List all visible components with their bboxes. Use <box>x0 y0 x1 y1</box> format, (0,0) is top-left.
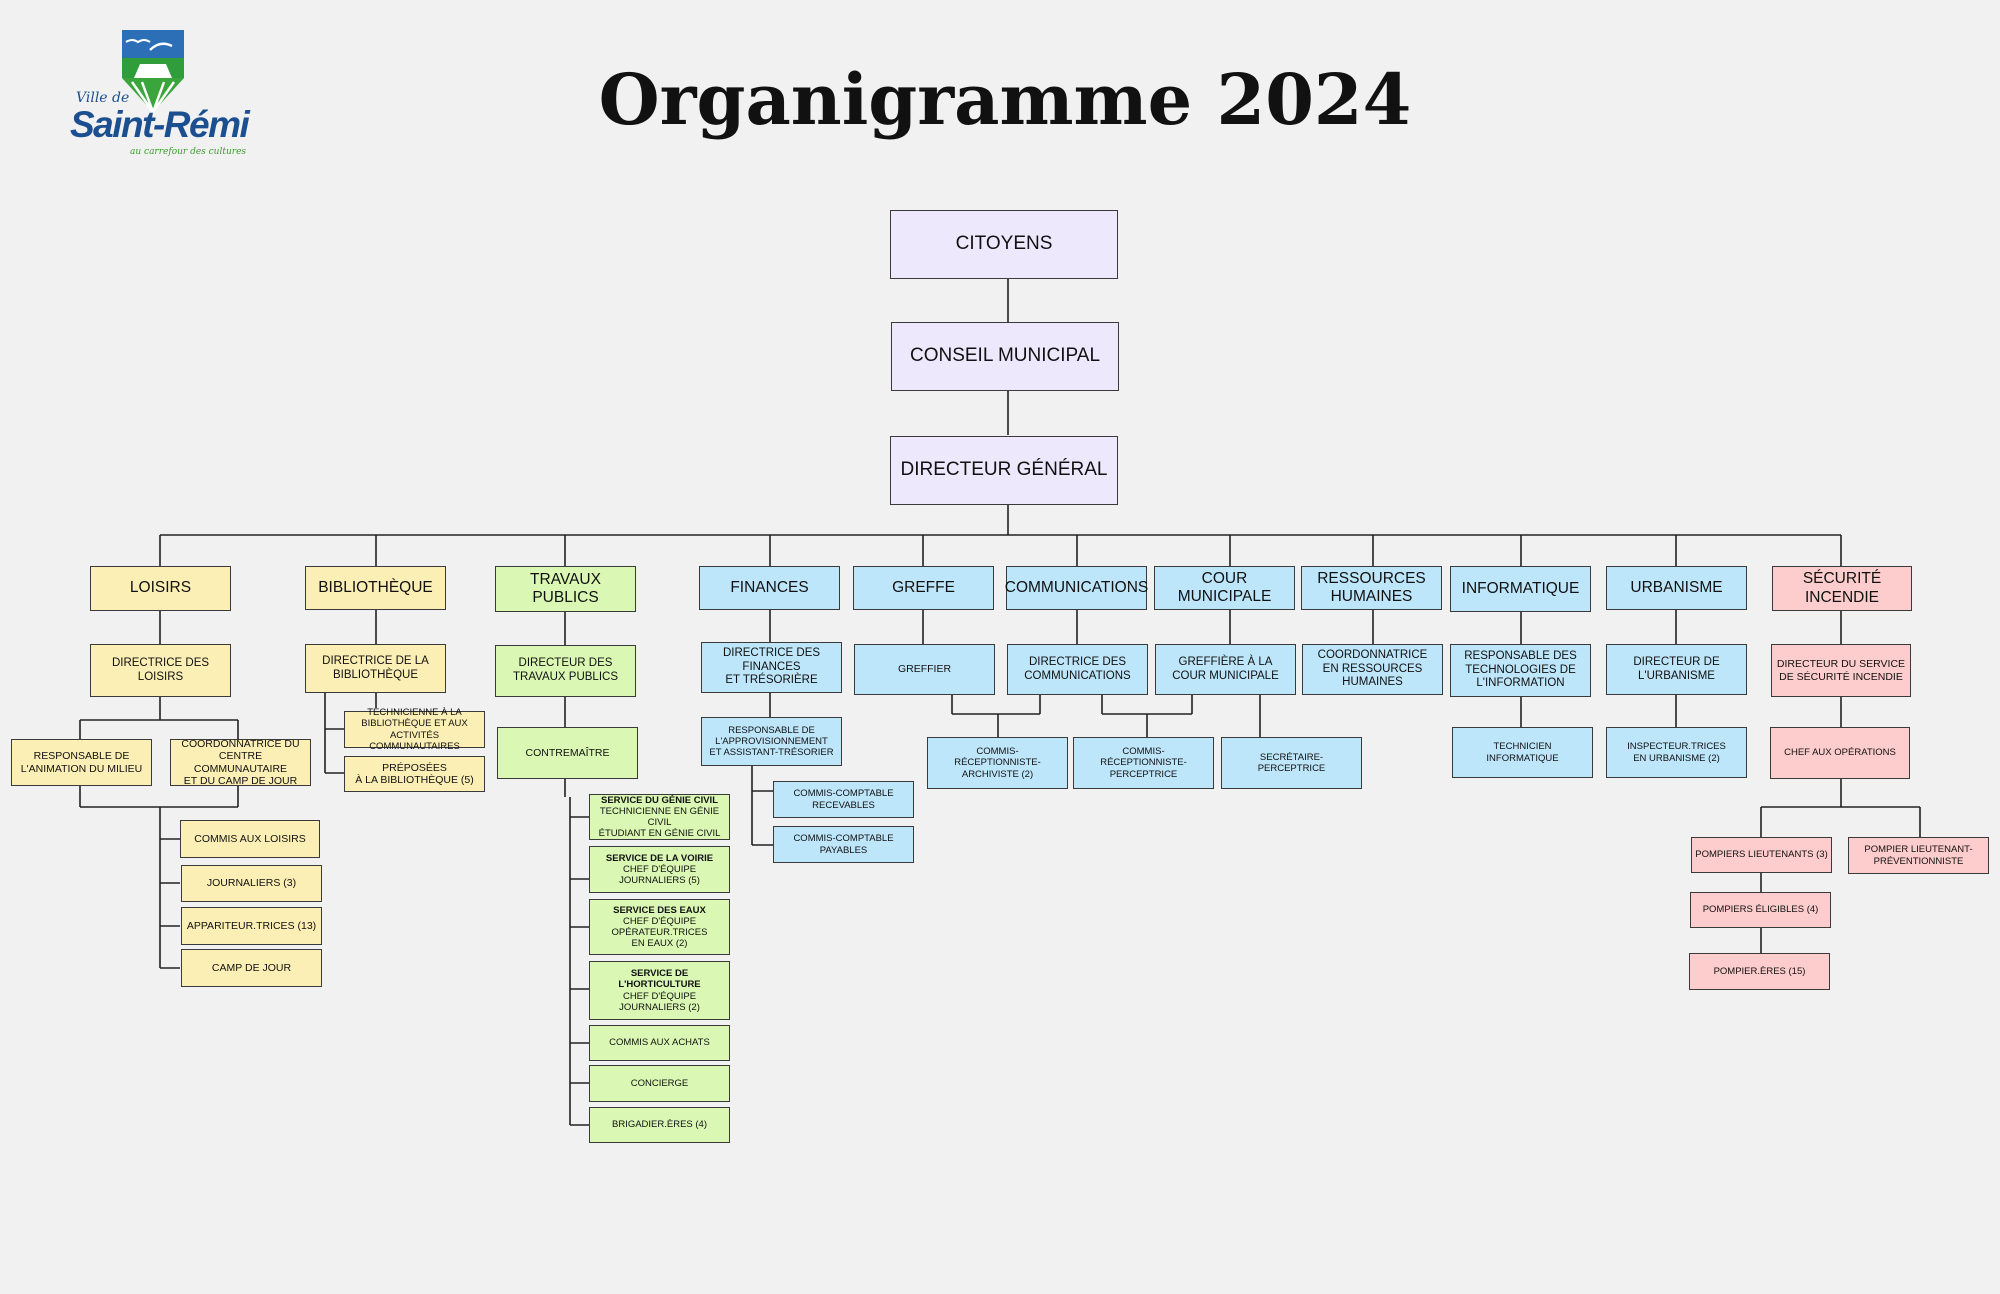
dept-bibliotheque: BIBLIOTHÈQUE <box>305 566 446 610</box>
box-pompieres: POMPIER.ÈRES (15) <box>1689 953 1830 990</box>
logo-tagline: au carrefour des cultures <box>130 147 247 157</box>
box-appariteurs: APPARITEUR.TRICES (13) <box>181 907 322 945</box>
box-conseil-municipal: CONSEIL MUNICIPAL <box>891 322 1119 391</box>
box-greffier: GREFFIER <box>854 644 995 695</box>
box-commis-loisirs: COMMIS AUX LOISIRS <box>180 820 320 858</box>
box-citoyens: CITOYENS <box>890 210 1118 279</box>
dept-finances: FINANCES <box>699 566 840 610</box>
box-commis-achats: COMMIS AUX ACHATS <box>589 1025 730 1061</box>
dept-loisirs: LOISIRS <box>90 566 231 611</box>
box-directeur-general: DIRECTEUR GÉNÉRAL <box>890 436 1118 505</box>
logo-line2: Saint-Rémi <box>70 104 250 145</box>
dept-cour-municipale: COUR MUNICIPALE <box>1154 566 1295 610</box>
dept-travaux-publics: TRAVAUX PUBLICS <box>495 566 636 612</box>
logo-line1: Ville de <box>76 90 130 106</box>
box-commis-archiviste: COMMIS-RÉCEPTIONNISTE-ARCHIVISTE (2) <box>927 737 1068 789</box>
dept-communications: COMMUNICATIONS <box>1005 566 1148 610</box>
page-title: Organigramme 2024 <box>598 58 1412 141</box>
dept-informatique: INFORMATIQUE <box>1450 566 1591 612</box>
dept-securite-incendie: SÉCURITÉ INCENDIE <box>1772 566 1912 611</box>
box-secretaire-perceptrice: SECRÉTAIRE-PERCEPTRICE <box>1221 737 1362 789</box>
dept-greffe: GREFFE <box>853 566 994 610</box>
box-contremaitre: CONTREMAÎTRE <box>497 727 638 779</box>
box-pompiers-lieutenants: POMPIERS LIEUTENANTS (3) <box>1691 837 1832 873</box>
box-brigadiers: BRIGADIER.ÈRES (4) <box>589 1107 730 1143</box>
dept-urbanisme: URBANISME <box>1606 566 1747 610</box>
box-camp-de-jour: CAMP DE JOUR <box>181 949 322 987</box>
box-commis-perceptrice: COMMIS-RÉCEPTIONNISTE-PERCEPTRICE <box>1073 737 1214 789</box>
box-journaliers-loisirs: JOURNALIERS (3) <box>181 865 322 902</box>
box-lieutenant-preventionniste: POMPIER LIEUTENANT-PRÉVENTIONNISTE <box>1848 837 1989 874</box>
box-chef-operations: CHEF AUX OPÉRATIONS <box>1770 727 1910 779</box>
box-concierge: CONCIERGE <box>589 1065 730 1102</box>
box-pompiers-eligibles: POMPIERS ÉLIGIBLES (4) <box>1690 892 1831 928</box>
city-logo-emblem-icon <box>122 30 184 113</box>
